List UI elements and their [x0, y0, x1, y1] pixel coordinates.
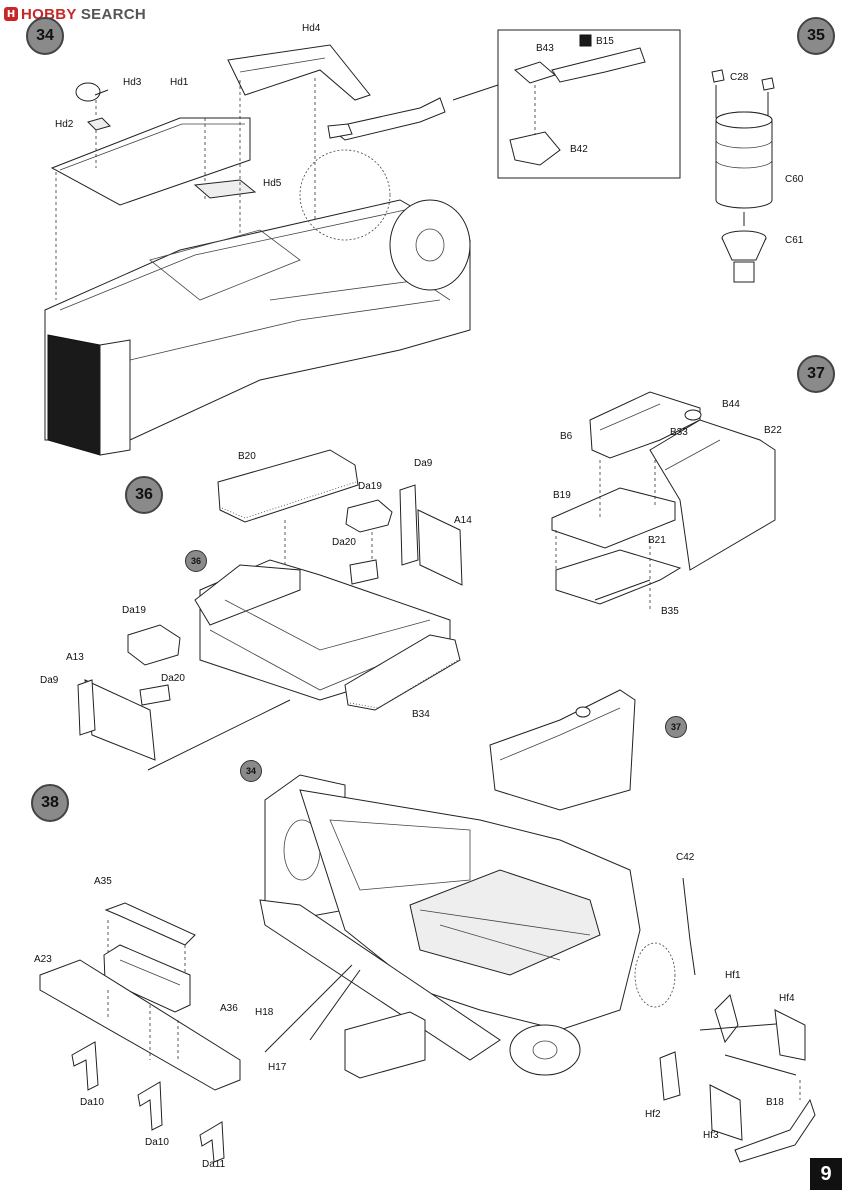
label-c28: C28 — [730, 72, 749, 83]
label-b42: B42 — [570, 144, 588, 155]
label-da19-left: Da19 — [122, 605, 146, 616]
label-hf1: Hf1 — [725, 970, 741, 981]
label-hd5: Hd5 — [263, 178, 282, 189]
label-hd1: Hd1 — [170, 77, 189, 88]
label-da9-right: Da9 — [414, 458, 433, 469]
step-35-badge: 35 — [797, 17, 835, 55]
label-da11: Da11 — [202, 1159, 226, 1170]
label-hd2: Hd2 — [55, 119, 74, 130]
label-da10-right: Da10 — [145, 1137, 169, 1148]
label-a14: A14 — [454, 515, 472, 526]
ref-37-badge: 37 — [665, 716, 687, 738]
label-h17: H17 — [268, 1062, 287, 1073]
label-c60: C60 — [785, 174, 804, 185]
ref-34-badge: 34 — [240, 760, 262, 782]
hobby-search-logo-icon: H — [4, 7, 18, 21]
label-b33: B33 — [670, 427, 688, 438]
label-hf4: Hf4 — [779, 993, 795, 1004]
step-34-badge: 34 — [26, 17, 64, 55]
label-da19-right: Da19 — [358, 481, 382, 492]
label-b21: B21 — [648, 535, 666, 546]
step-35-drawing — [711, 69, 775, 283]
step-38-badge: 38 — [31, 784, 69, 822]
step-37-badge: 37 — [797, 355, 835, 393]
label-hd4: Hd4 — [302, 23, 321, 34]
step-34-drawing — [44, 29, 681, 456]
page-number: 9 — [810, 1158, 842, 1190]
label-da10-left: Da10 — [80, 1097, 104, 1108]
label-hf2: Hf2 — [645, 1109, 661, 1120]
step-38-drawing — [39, 902, 241, 1163]
label-da9-left: Da9 — [40, 675, 59, 686]
label-b22: B22 — [764, 425, 782, 436]
label-hf3: Hf3 — [703, 1130, 719, 1141]
label-da20-left: Da20 — [161, 673, 185, 684]
label-h18: H18 — [255, 1007, 274, 1018]
step-37-drawing — [551, 391, 776, 610]
main-assembly-drawing — [259, 689, 816, 1163]
label-b18: B18 — [766, 1097, 784, 1108]
label-b43: B43 — [536, 43, 554, 54]
label-a13: A13 — [66, 652, 84, 663]
label-da20-right: Da20 — [332, 537, 356, 548]
label-b15: B15 — [596, 36, 614, 47]
label-b35: B35 — [661, 606, 679, 617]
watermark: H HOBBY SEARCH — [4, 4, 146, 24]
watermark-word: SEARCH — [80, 5, 147, 23]
label-hd3: Hd3 — [123, 77, 142, 88]
watermark-text: HOBBY SEARCH — [21, 6, 146, 23]
label-b19: B19 — [553, 490, 571, 501]
label-b34: B34 — [412, 709, 430, 720]
watermark-brand: HOBBY — [21, 5, 77, 23]
label-b44: B44 — [722, 399, 740, 410]
label-b6: B6 — [560, 431, 573, 442]
label-a36: A36 — [220, 1003, 238, 1014]
step-36-badge: 36 — [125, 476, 163, 514]
label-a23: A23 — [34, 954, 52, 965]
step-36-drawing — [77, 449, 463, 771]
label-c61: C61 — [785, 235, 804, 246]
label-c42: C42 — [676, 852, 695, 863]
label-a35: A35 — [94, 876, 112, 887]
label-b20: B20 — [238, 451, 256, 462]
ref-36-badge: 36 — [185, 550, 207, 572]
